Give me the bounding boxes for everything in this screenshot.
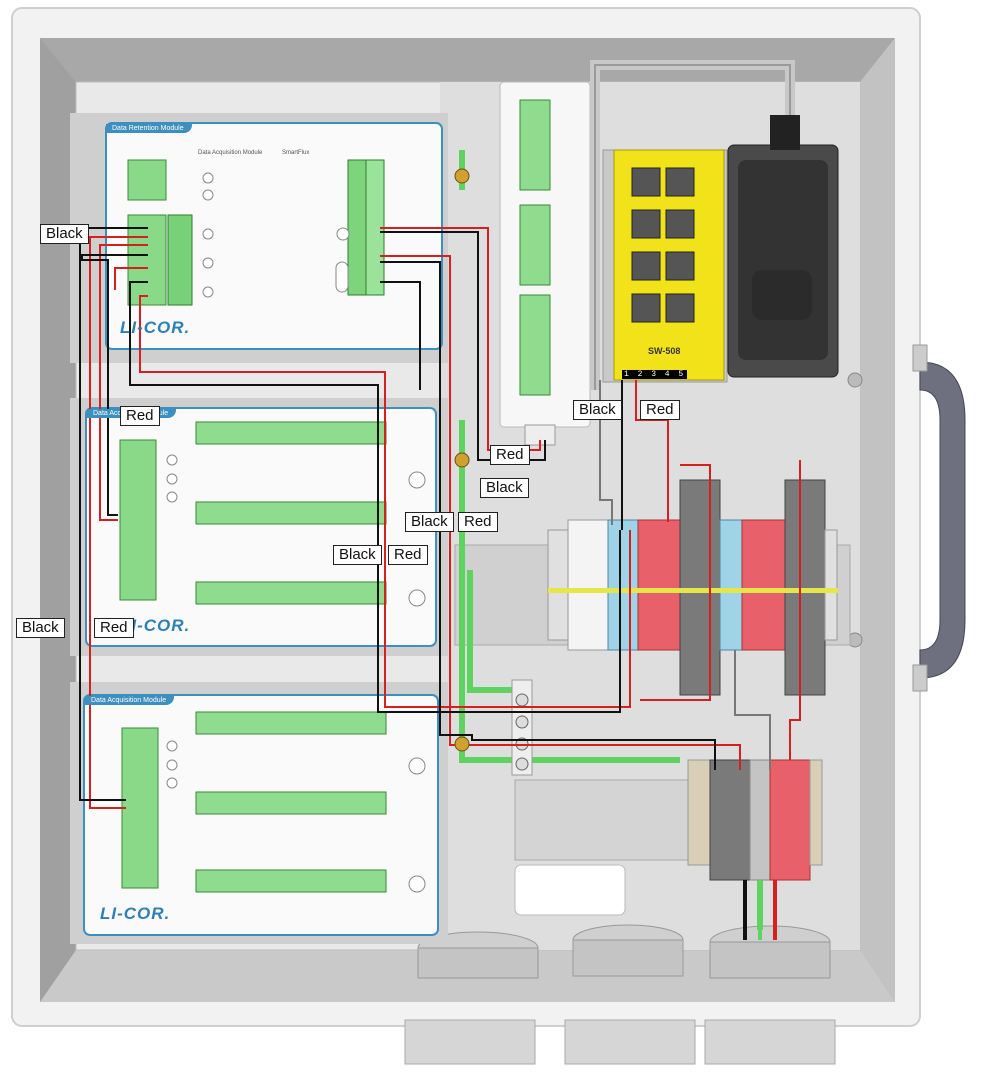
switch-pin-numbers: 1 2 3 4 5	[622, 370, 688, 379]
licor-logo-2: LI-COR.	[120, 616, 191, 635]
data-acquisition-module-1	[85, 407, 437, 647]
wire-label-black: Black	[333, 545, 382, 565]
wire-label-red: Red	[120, 406, 160, 426]
wire-label-red: Red	[94, 618, 134, 638]
wire-label-red: Red	[458, 512, 498, 532]
acq-module-2-title: Data Acquisition Module	[85, 696, 175, 705]
switch-model-label: SW-508	[648, 346, 681, 356]
ethernet-switch	[602, 149, 728, 383]
terminal-blocks-lower	[687, 759, 823, 881]
wire-label-black: Black	[573, 400, 622, 420]
terminal-blocks-upper	[547, 479, 838, 696]
wire-label-black: Black	[40, 224, 89, 244]
retention-subtitle-smartflux: SmartFlux	[282, 150, 310, 156]
retention-subtitle-acq: Data Acquisition Module	[198, 150, 263, 156]
wire-label-black: Black	[405, 512, 454, 532]
retention-module-title: Data Retention Module	[106, 124, 192, 133]
smartflux-unit	[499, 81, 591, 446]
wire-label-red: Red	[490, 445, 530, 465]
licor-logo-1: LI-COR.	[120, 318, 191, 337]
cable-glands	[404, 924, 836, 1065]
wire-label-black: Black	[16, 618, 65, 638]
licor-logo-3: LI-COR.	[100, 904, 171, 923]
wire-label-red: Red	[640, 400, 680, 420]
red-wires	[89, 227, 801, 809]
wire-label-red: Red	[388, 545, 428, 565]
black-wires	[79, 227, 716, 801]
enclosure-handle	[919, 361, 966, 679]
wire-label-black: Black	[480, 478, 529, 498]
power-supply-box	[727, 115, 839, 378]
din-rail-lower	[514, 779, 691, 861]
data-retention-module	[105, 122, 443, 350]
data-acquisition-module-2	[83, 694, 439, 936]
